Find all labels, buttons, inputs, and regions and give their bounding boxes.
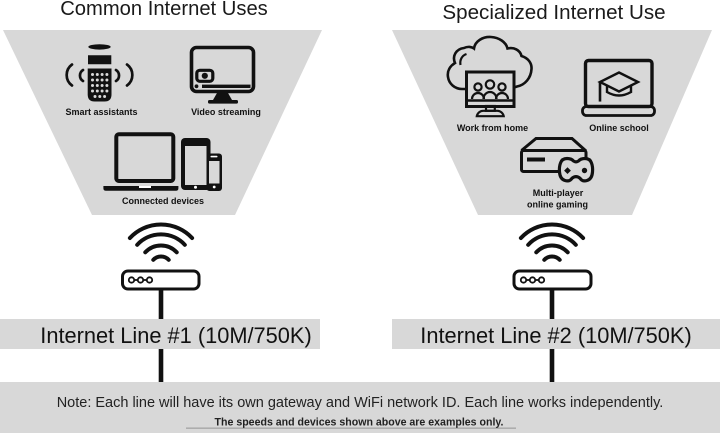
svg-text:Common Internet Uses: Common Internet Uses — [60, 0, 268, 20]
svg-text:Specialized Internet Use: Specialized Internet Use — [442, 1, 665, 24]
svg-text:Note: Each line will have its: Note: Each line will have its own gatewa… — [57, 395, 664, 411]
svg-text:Video streaming: Video streaming — [191, 107, 261, 117]
svg-text:online gaming: online gaming — [527, 200, 588, 210]
svg-text:Connected devices: Connected devices — [122, 196, 204, 206]
svg-text:Work from home: Work from home — [457, 123, 528, 133]
svg-text:Internet Line #1 (10M/750K): Internet Line #1 (10M/750K) — [40, 323, 311, 348]
svg-text:Multi-player: Multi-player — [533, 188, 584, 198]
svg-text:The speeds and devices shown a: The speeds and devices shown above are e… — [215, 417, 504, 429]
svg-text:Online school: Online school — [589, 123, 649, 133]
svg-text:Smart assistants: Smart assistants — [65, 107, 137, 117]
svg-text:Internet Line #2 (10M/750K): Internet Line #2 (10M/750K) — [420, 323, 691, 348]
